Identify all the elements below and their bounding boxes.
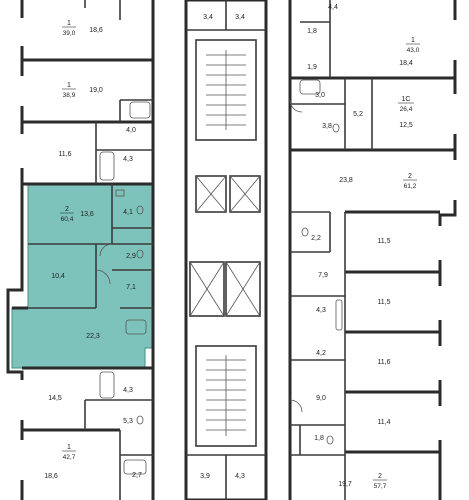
room-area-label: 18,6 — [89, 27, 103, 34]
toilet-icon — [136, 205, 144, 215]
room-area-label: 11,6 — [58, 151, 71, 158]
apartment-markers: 1 39,0 1 38,9 2 60,4 1 42,7 1 43,0 1С 26… — [60, 20, 420, 490]
bathtub-icon — [335, 299, 343, 331]
room-area-label: 7,9 — [318, 272, 328, 279]
room-area-label: 2,2 — [311, 235, 321, 242]
bathtub-icon — [99, 151, 115, 181]
apartment-number: 1 — [411, 37, 415, 44]
room-area-label: 9,0 — [316, 395, 326, 402]
apartment-area: 39,0 — [63, 30, 76, 37]
apartment-area: 42,7 — [63, 454, 76, 461]
room-area-label: 4,2 — [316, 350, 326, 357]
room-area-label: 11,5 — [377, 299, 390, 306]
room-area-label: 3,4 — [235, 14, 245, 21]
room-area-label: 3,0 — [315, 92, 325, 99]
room-area-label: 5,3 — [123, 418, 133, 425]
room-area-label: 11,6 — [377, 359, 390, 366]
apartment-number: 1С — [402, 96, 411, 103]
room-area-label: 18,4 — [399, 60, 413, 67]
apartment-marker: 2 57,7 — [373, 473, 387, 490]
door-swing-icon — [289, 399, 303, 413]
internal-walls — [28, 0, 373, 500]
apartment-marker: 2 61,2 — [403, 173, 417, 190]
apartment-number: 1 — [67, 82, 71, 89]
stair-icon — [206, 355, 246, 436]
room-area-label: 12,5 — [399, 122, 413, 129]
windows — [20, 18, 457, 480]
apartment-marker: 2 60,4 — [60, 206, 74, 223]
toilet-icon — [301, 227, 309, 237]
room-area-label: 13,6 — [80, 211, 94, 218]
apartment-number: 1 — [67, 20, 71, 27]
door-swing-icon — [289, 99, 303, 113]
room-area-label: 3,8 — [322, 123, 332, 130]
room-area-label: 4,3 — [316, 307, 326, 314]
apartment-marker: 1 39,0 — [62, 20, 76, 37]
room-area-label: 2,9 — [126, 253, 136, 260]
apartment-number: 2 — [378, 473, 382, 480]
door-swing-icon — [99, 243, 113, 257]
room-area-label: 5,2 — [353, 111, 363, 118]
toilet-icon — [326, 435, 334, 445]
room-area-label: 2,7 — [132, 472, 142, 479]
room-area-label: 4,4 — [328, 4, 338, 11]
apartment-number: 1 — [67, 444, 71, 451]
room-area-label: 11,5 — [377, 238, 390, 245]
bathtub-icon — [125, 319, 147, 335]
toilet-icon — [136, 415, 144, 425]
room-area-label: 4,3 — [123, 387, 133, 394]
room-area-label: 3,9 — [200, 473, 210, 480]
room-area-label: 7,1 — [126, 284, 136, 291]
room-area-label: 23,8 — [339, 177, 353, 184]
room-area-label: 19,7 — [338, 481, 352, 488]
stair-icon — [206, 50, 246, 130]
apartment-area: 43,0 — [407, 47, 420, 54]
room-area-label: 3,4 — [203, 14, 213, 21]
fixtures — [95, 50, 343, 475]
room-area-label: 11,4 — [377, 419, 390, 426]
room-area-label: 10,4 — [51, 273, 65, 280]
apartment-marker: 1 43,0 — [406, 37, 420, 54]
apartment-number: 2 — [408, 173, 412, 180]
room-area-label: 4,0 — [126, 127, 136, 134]
bathtub-icon — [129, 101, 151, 119]
room-area-label: 18,6 — [44, 473, 58, 480]
apartment-area: 38,9 — [63, 92, 76, 99]
apartment-number: 2 — [65, 206, 69, 213]
toilet-icon — [136, 249, 144, 259]
sink-icon — [115, 189, 125, 197]
room-area-label: 1,8 — [307, 28, 317, 35]
bathtub-icon — [123, 459, 147, 475]
room-area-label: 4,3 — [235, 473, 245, 480]
room-area-label: 4,1 — [123, 209, 133, 216]
structural-walls — [6, 0, 457, 500]
apartment-area: 60,4 — [61, 216, 74, 223]
room-area-label: 14,5 — [48, 395, 62, 402]
apartment-area: 57,7 — [374, 483, 387, 490]
elevator-icon — [189, 175, 261, 317]
apartment-marker: 1С 26,4 — [398, 96, 414, 113]
room-area-label: 19,0 — [89, 87, 103, 94]
bathtub-icon — [99, 371, 115, 399]
apartment-area: 61,2 — [404, 183, 417, 190]
apartment-marker: 1 42,7 — [62, 444, 76, 461]
room-area-label: 1,9 — [307, 64, 317, 71]
room-area-label: 22,3 — [86, 333, 100, 340]
room-area-label: 4,3 — [123, 156, 133, 163]
apartment-area: 26,4 — [400, 106, 413, 113]
door-swing-icon — [95, 269, 111, 285]
room-area-label: 1,8 — [314, 435, 324, 442]
room-area-labels: 18,6 19,0 4,0 11,6 4,3 13,6 4,1 10,4 2,9… — [44, 4, 413, 488]
apartment-marker: 1 38,9 — [62, 82, 76, 99]
toilet-icon — [332, 123, 340, 133]
bathtub-icon — [299, 79, 321, 95]
